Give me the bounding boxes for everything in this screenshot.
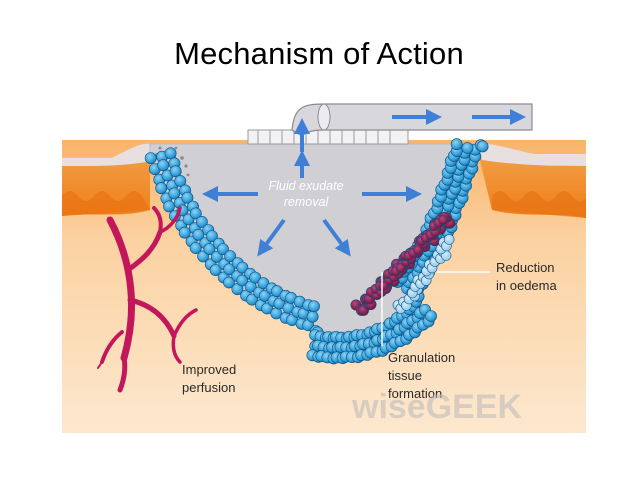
label-fluid-exudate: Fluid exudate	[268, 179, 343, 193]
cell	[195, 216, 208, 228]
cell	[157, 159, 169, 172]
fluid-arrows	[202, 118, 422, 257]
granulation-cell	[438, 214, 449, 226]
oedema-cell	[443, 234, 455, 245]
cell	[155, 182, 168, 195]
cell	[261, 302, 273, 315]
cell	[236, 261, 249, 274]
cell	[425, 310, 437, 322]
cell	[169, 165, 182, 178]
cell	[223, 276, 235, 289]
cell	[189, 207, 202, 220]
label-granulation: Granulation	[388, 350, 455, 365]
label-tissue: tissue	[388, 368, 422, 383]
skin-right-top	[474, 143, 586, 166]
wound-therapy-diagram: Fluid exudate removal Reduction in oedem…	[62, 100, 586, 433]
oedema-cells	[392, 234, 455, 314]
cell	[249, 271, 262, 284]
cell	[205, 230, 218, 242]
cell	[181, 191, 194, 204]
cell	[174, 175, 187, 187]
cell	[223, 263, 236, 276]
cell	[163, 200, 175, 213]
cell	[308, 300, 320, 313]
label-perfusion: perfusion	[182, 380, 235, 395]
granulation-tissue	[350, 211, 456, 316]
cell	[224, 250, 237, 263]
cell	[258, 289, 271, 302]
cell	[246, 293, 258, 306]
blood-vessel-icon	[97, 206, 198, 393]
watermark-part-1: wise	[351, 388, 426, 426]
watermark: wiseGEEK	[351, 388, 523, 426]
cell	[210, 250, 223, 263]
cell	[168, 187, 181, 200]
cell	[209, 264, 222, 276]
cell	[203, 243, 216, 255]
cell	[178, 226, 191, 239]
label-oedema: in oedema	[496, 278, 557, 293]
cell	[450, 138, 463, 151]
cell	[192, 228, 205, 241]
cell	[236, 274, 249, 287]
label-formation: formation	[388, 386, 442, 401]
slide-title: Mechanism of Action	[174, 36, 464, 71]
watermark-part-2: GEEK	[426, 388, 523, 426]
label-improved: Improved	[182, 362, 236, 377]
suction-tube-icon	[247, 103, 533, 145]
cell	[144, 152, 157, 164]
label-reduction: Reduction	[496, 260, 555, 275]
cell	[216, 243, 229, 255]
cell	[164, 147, 177, 160]
cell	[461, 142, 474, 154]
cell	[189, 242, 202, 254]
cell	[476, 140, 489, 153]
label-fluid-removal: removal	[284, 195, 330, 209]
skin-left-top	[62, 143, 154, 166]
cell	[306, 310, 319, 323]
